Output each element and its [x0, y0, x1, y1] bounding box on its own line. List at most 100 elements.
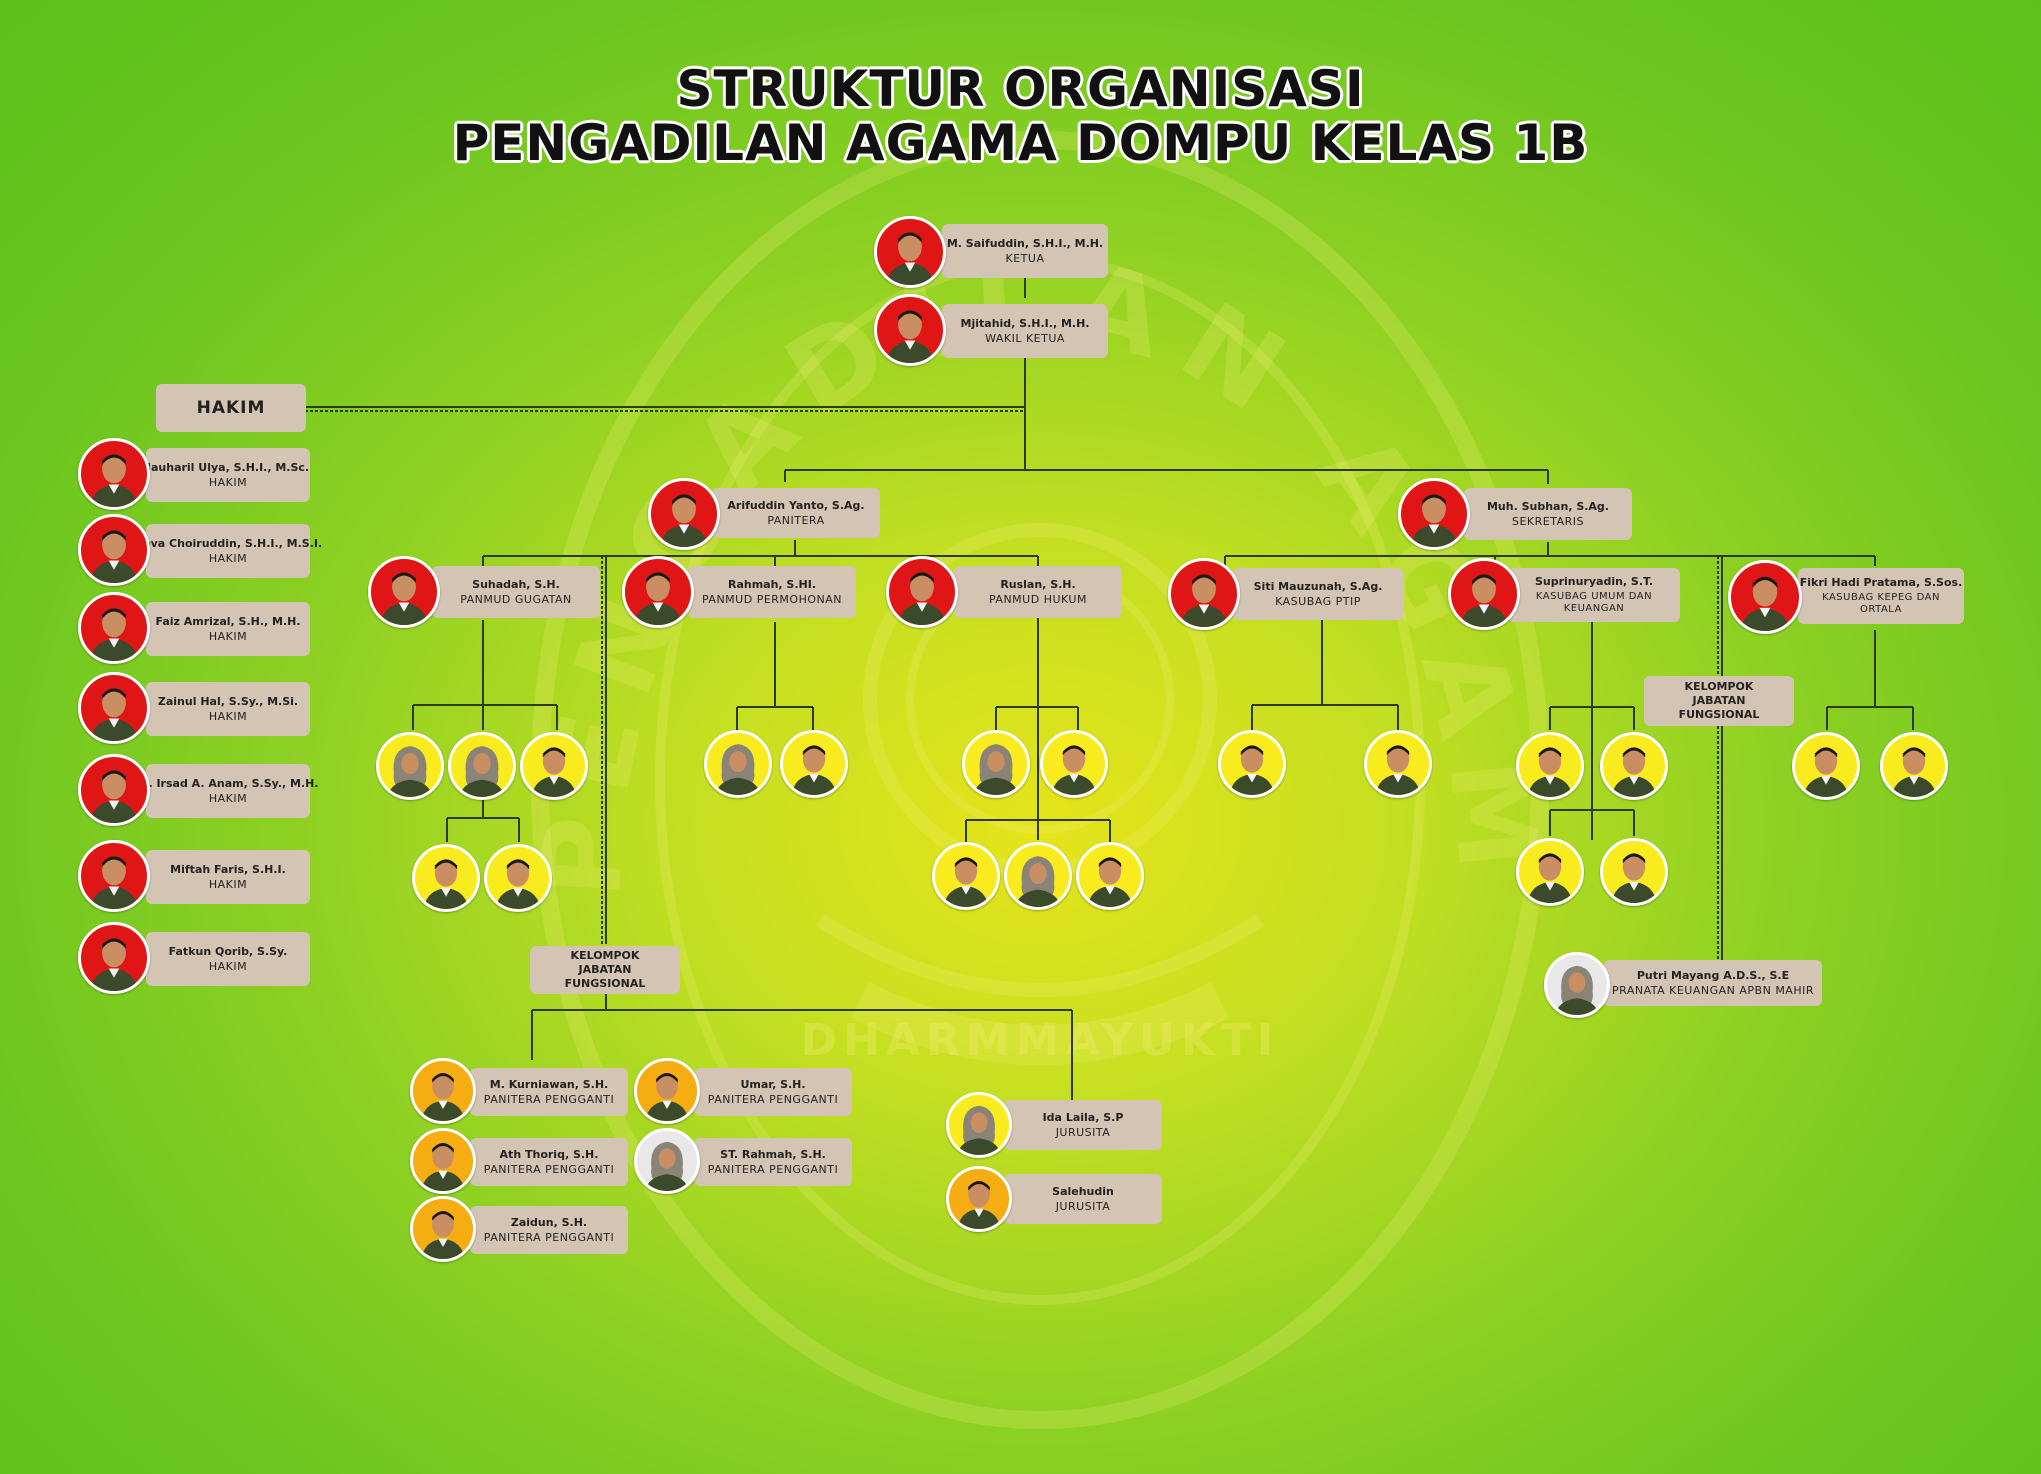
staff-10-avatar — [1004, 842, 1072, 910]
hakim-1-avatar — [78, 514, 150, 586]
kasubag-kepeg-role: KASUBAG KEPEG DAN ORTALA — [1822, 591, 1940, 615]
kasubag-kepeg-name: Fikri Hadi Pratama, S.Sos. — [1799, 576, 1963, 590]
panitera-pengganti-3-role: PANITERA PENGGANTI — [707, 1163, 839, 1177]
kasubag-ptip-avatar — [1168, 558, 1240, 630]
ketua-role: KETUA — [1005, 252, 1045, 266]
panitera-pengganti-4-card: Zaidun, S.H.PANITERA PENGGANTI — [470, 1206, 628, 1254]
panmud-permohonan-role: PANMUD PERMOHONAN — [702, 593, 842, 607]
sekretaris-name: Muh. Subhan, S.Ag. — [1486, 499, 1609, 513]
panitera-pengganti-0-avatar — [410, 1058, 476, 1124]
staff-11-avatar — [1076, 842, 1144, 910]
staff-15-avatar — [1600, 732, 1668, 800]
kasubag-ptip-name: Siti Mauzunah, S.Ag. — [1253, 579, 1383, 593]
page-title-line1: STRUKTUR ORGANISASI — [676, 60, 1365, 118]
hakim-6-role: HAKIM — [208, 960, 248, 974]
panitera-pengganti-1-avatar — [634, 1058, 700, 1124]
jurusita-1-name: Salehudin — [1052, 1184, 1114, 1198]
panmud-hukum-role: PANMUD HUKUM — [989, 593, 1087, 607]
jurusita-0-card: Ida Laila, S.P JURUSITA — [1004, 1100, 1162, 1150]
hakim-label: HAKIM — [156, 384, 306, 432]
panitera-pengganti-2-role: PANITERA PENGGANTI — [483, 1163, 615, 1177]
panitera-card: Arifuddin Yanto, S.Ag. PANITERA — [712, 488, 880, 538]
panitera-pengganti-0-name: M. Kurniawan, S.H. — [489, 1077, 609, 1091]
staff-12-avatar — [1218, 730, 1286, 798]
staff-18-avatar — [1792, 732, 1860, 800]
hakim-6-avatar — [78, 922, 150, 994]
hakim-3-avatar — [78, 672, 150, 744]
kasubag-umum-role: KASUBAG UMUM DAN KEUANGAN — [1535, 590, 1653, 614]
hakim-4-role: HAKIM — [208, 792, 248, 806]
kasubag-ptip-role: KASUBAG PTIP — [1275, 595, 1361, 609]
hakim-2-role: HAKIM — [208, 630, 248, 644]
hakim-0-avatar — [78, 438, 150, 510]
staff-5-avatar — [704, 730, 772, 798]
watermark-ribbon-text: DHARMMAYUKTI — [801, 1015, 1280, 1066]
panmud-permohonan-name: Rahmah, S.HI. — [727, 577, 817, 591]
hakim-5-role: HAKIM — [208, 878, 248, 892]
hakim-1-card: Nova Choiruddin, S.H.I., M.S.I. HAKIM — [134, 524, 322, 578]
staff-17-avatar — [1600, 838, 1668, 906]
hakim-1-name: Nova Choiruddin, S.H.I., M.S.I. — [133, 536, 323, 550]
sekretaris-role: SEKRETARIS — [1512, 515, 1584, 529]
hakim-3-card: Zainul Hal, S.Sy., M.Si.HAKIM — [146, 682, 310, 736]
sekretaris-card: Muh. Subhan, S.Ag. SEKRETARIS — [1464, 488, 1632, 540]
jurusita-0-name: Ida Laila, S.P — [1042, 1110, 1124, 1124]
panitera-pengganti-3-name: ST. Rahmah, S.H. — [720, 1147, 826, 1161]
staff-16-avatar — [1516, 838, 1584, 906]
kasubag-umum-avatar — [1448, 558, 1520, 630]
hakim-4-avatar — [78, 754, 150, 826]
staff-0-avatar — [376, 732, 444, 800]
jurusita-1-role: JURUSITA — [1055, 1200, 1111, 1214]
hakim-5-name: Miftah Faris, S.H.I. — [170, 862, 286, 876]
panitera-pengganti-2-avatar — [410, 1128, 476, 1194]
staff-2-avatar — [520, 732, 588, 800]
panitera-pengganti-0-card: M. Kurniawan, S.H. PANITERA PENGGANTI — [470, 1068, 628, 1116]
panmud-gugatan-role: PANMUD GUGATAN — [460, 593, 572, 607]
panitera-pengganti-2-name: Ath Thoriq, S.H. — [499, 1147, 599, 1161]
hakim-2-avatar — [78, 592, 150, 664]
hakim-0-role: HAKIM — [208, 476, 248, 490]
jurusita-0-avatar — [946, 1092, 1012, 1158]
pranata-name: Putri Mayang A.D.S., S.E — [1636, 968, 1790, 982]
sekretaris-avatar — [1398, 478, 1470, 550]
staff-9-avatar — [932, 842, 1000, 910]
hakim-0-name: Jauharil Ulya, S.H.I., M.Sc. — [146, 460, 310, 474]
panitera-avatar — [648, 478, 720, 550]
panmud-permohonan-card: Rahmah, S.HI. PANMUD PERMOHONAN — [688, 566, 856, 618]
kasubag-ptip-card: Siti Mauzunah, S.Ag. KASUBAG PTIP — [1232, 568, 1404, 620]
panitera-pengganti-3-card: ST. Rahmah, S.H. PANITERA PENGGANTI — [694, 1138, 852, 1186]
page-title-line2: PENGADILAN AGAMA DOMPU KELAS 1B — [452, 114, 1589, 172]
panmud-gugatan-card: Suhadah, S.H. PANMUD GUGATAN — [432, 566, 600, 618]
jabfung-left-label: KELOMPOK JABATAN FUNGSIONAL — [530, 946, 680, 994]
jurusita-0-role: JURUSITA — [1055, 1126, 1111, 1140]
panitera-pengganti-2-card: Ath Thoriq, S.H. PANITERA PENGGANTI — [470, 1138, 628, 1186]
pranata-role: PRANATA KEUANGAN APBN MAHIR — [1612, 984, 1814, 998]
panitera-pengganti-4-avatar — [410, 1196, 476, 1262]
hakim-5-avatar — [78, 840, 150, 912]
wakil-role: WAKIL KETUA — [985, 332, 1065, 346]
kasubag-umum-card: Suprinuryadin, S.T. KASUBAG UMUM DAN KEU… — [1508, 568, 1680, 622]
hakim-2-card: Faiz Amrizal, S.H., M.H. HAKIM — [146, 602, 310, 656]
hakim-4-name: M. Irsad A. Anam, S.Sy., M.H. — [137, 776, 319, 790]
hakim-5-card: Miftah Faris, S.H.I. HAKIM — [146, 850, 310, 904]
ketua-avatar — [874, 216, 946, 288]
panitera-pengganti-3-avatar — [634, 1128, 700, 1194]
panmud-hukum-card: Ruslan, S.H. PANMUD HUKUM — [954, 566, 1122, 618]
hakim-1-role: HAKIM — [208, 552, 248, 566]
wakil-avatar — [874, 294, 946, 366]
kasubag-umum-name: Suprinuryadin, S.T. — [1534, 575, 1654, 589]
staff-6-avatar — [780, 730, 848, 798]
panitera-pengganti-0-role: PANITERA PENGGANTI — [483, 1093, 615, 1107]
hakim-2-name: Faiz Amrizal, S.H., M.H. — [155, 614, 301, 628]
kasubag-kepeg-avatar — [1728, 560, 1802, 634]
hakim-4-card: M. Irsad A. Anam, S.Sy., M.H. HAKIM — [138, 764, 319, 818]
panmud-hukum-avatar — [886, 556, 958, 628]
hakim-3-role: HAKIM — [208, 710, 248, 724]
pranata-avatar — [1544, 952, 1610, 1018]
panitera-role: PANITERA — [767, 514, 825, 528]
hakim-0-card: Jauharil Ulya, S.H.I., M.Sc. HAKIM — [146, 448, 310, 502]
kasubag-kepeg-card: Fikri Hadi Pratama, S.Sos. KASUBAG KEPEG… — [1798, 568, 1964, 624]
panmud-hukum-name: Ruslan, S.H. — [1000, 577, 1076, 591]
